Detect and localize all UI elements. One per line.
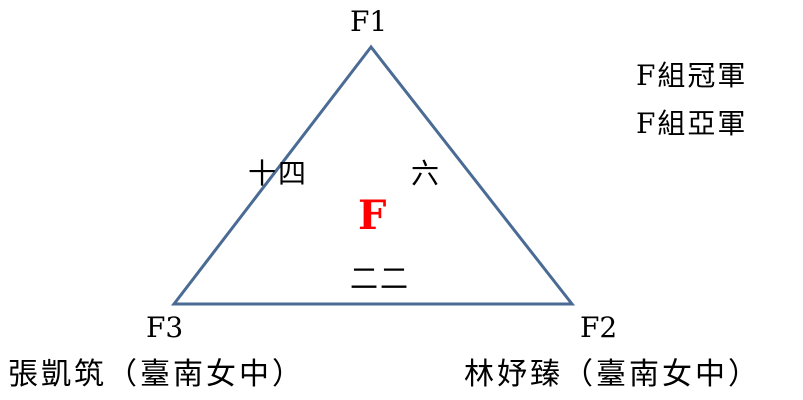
- match-label-bottom-edge: 二二: [350, 262, 411, 295]
- group-triangle: [170, 44, 576, 306]
- match-label-left-edge: 十四: [248, 157, 309, 190]
- vertex-label-f2: F2: [580, 311, 618, 344]
- legend-runner-up: F組亞軍: [636, 107, 748, 140]
- group-label: F: [358, 192, 387, 239]
- player-f3: 張凱筑（臺南女中）: [8, 357, 305, 392]
- player-f2: 林妤臻（臺南女中）: [464, 357, 761, 392]
- legend-champion: F組冠軍: [636, 59, 748, 92]
- vertex-label-f3: F3: [146, 311, 184, 344]
- vertex-label-f1: F1: [350, 5, 388, 38]
- match-label-right-edge: 六: [411, 157, 442, 190]
